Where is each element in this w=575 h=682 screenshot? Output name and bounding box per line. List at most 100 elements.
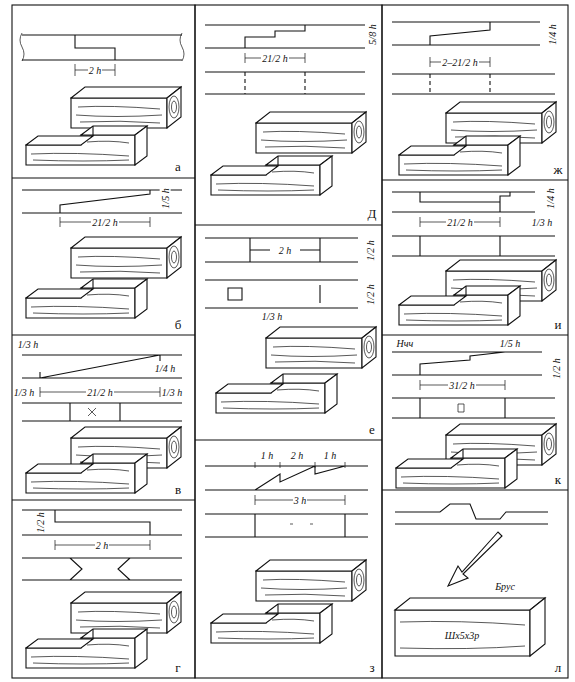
drawing-line [448,532,502,586]
dimension-label: 2 h [88,65,103,76]
timber-sketch [399,286,520,325]
timber-sketch [266,327,376,368]
drawing-line [75,64,115,76]
drawing-line [245,72,305,94]
drawing-line [12,178,568,500]
panel-letter: г [174,661,181,675]
timber-sketch [396,449,517,488]
panel-letter: б [174,318,183,332]
dimension-label: 3 h [293,495,308,506]
joint-i [392,192,556,325]
timber-sketch [26,454,147,493]
dimension-label: 1/4 h [547,23,558,45]
dimension-label: 2–21/2 h [441,57,478,68]
dimension-label: 1/4 h [154,363,176,374]
dimension-label: 2 h [278,245,293,256]
joint-k [392,352,556,488]
dimension-label: 1/2 h [365,239,376,261]
joint-b [22,190,182,318]
drawing-line [392,398,555,418]
drawing-line [22,558,182,580]
panel-letter: а [174,160,182,174]
dimension-label: 21/2 h [91,217,118,228]
drawing-line [430,74,490,94]
drawing-line [12,5,195,678]
dimension-label: 1/5 h [160,187,171,209]
drawing-line [420,217,500,227]
panel-letter: ж [553,163,564,177]
drawing-line [255,495,345,505]
drawing-line [205,72,365,94]
drawing-line [60,217,150,227]
drawing-line [22,510,182,535]
drawing-line [205,25,365,48]
drawing-line [392,352,542,375]
drawing-line [395,598,545,610]
drawing-line [22,355,182,378]
drawing-line [530,598,545,656]
dimension-label: 5/8 h [367,23,378,45]
panel-letter: Д [367,207,378,221]
timber-sketch [216,374,337,413]
drawing-line [392,236,555,256]
panel-letter: к [554,473,562,487]
drawing-line [205,238,358,262]
timber-sketch [71,592,181,633]
drawing-line [205,466,368,490]
dimension-label: 21/2 h [86,387,113,398]
dimension-label: 1/2 h [365,283,376,305]
timber-sketch [71,87,181,128]
dimension-label: 1/3 h [17,339,39,350]
timber-sketch [211,156,332,195]
timber-sketch [26,126,147,165]
drawing-line [290,524,313,525]
dimension-label: 1 h [260,450,275,461]
drawing-line [195,5,382,678]
drawing-line [392,74,555,94]
panel-letter: е [368,423,376,437]
dimension-label: 1/3 h [161,387,183,398]
joint-l [395,504,548,656]
dimension-label: 2 h [290,450,305,461]
joint-a [20,33,184,165]
drawing-line [392,192,535,212]
drawing-line [40,387,160,397]
dimension-label: 21/2 h [446,217,473,228]
drawing-line [395,523,548,524]
dimension-label: Брус [494,581,516,592]
timber-sketch [211,604,332,643]
drawing-line [395,504,548,519]
timber-sketch [256,560,366,601]
drawing-line [22,190,182,213]
dimension-label: 1/3 h [531,217,553,228]
joint-d [205,25,366,195]
timber-sketch [399,136,520,175]
drawing-line [245,53,305,63]
dimension-label: 1/3 h [13,387,35,398]
panel-letter: и [554,318,563,332]
drawing-line [458,404,464,412]
dimension-label: 31/2 h [448,380,475,391]
joint-z [205,462,368,643]
drawing-line [400,621,525,648]
drawing-line [255,462,345,468]
joint-g [22,510,182,668]
drawing-line [88,408,96,416]
drawing-line [420,380,505,390]
panel-letter: в [174,483,182,497]
joint-zh [392,22,556,175]
dimension-label: 1 h [323,450,338,461]
dimension-label: 2 h [95,540,110,551]
dimension-label: 1/4 h [545,187,556,209]
drawing-line [22,403,182,421]
timber-sketch [26,629,147,668]
drawing-line [55,540,150,550]
drawing-line [430,57,490,67]
drawing-line [382,5,568,678]
drawing-line [205,280,358,308]
timber-sketch [26,279,147,318]
drawing-line [395,610,530,656]
dimension-label: Шх5х3р [444,630,480,641]
drawing-line [22,35,182,60]
